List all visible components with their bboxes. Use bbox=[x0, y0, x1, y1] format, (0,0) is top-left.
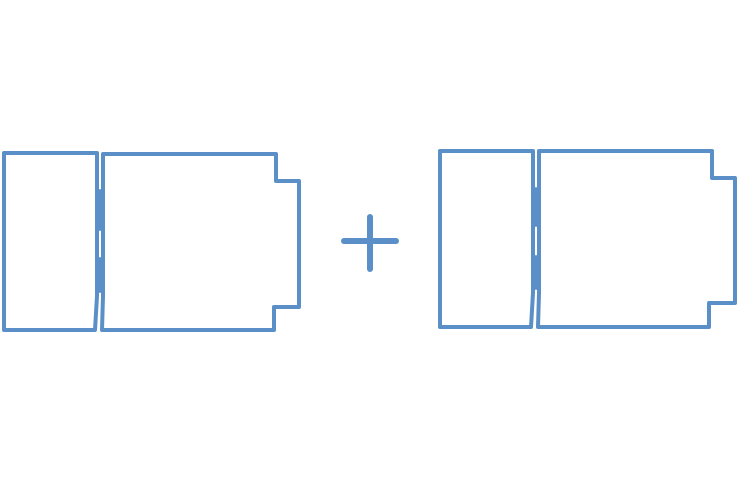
right-box-right-panel bbox=[536, 149, 737, 329]
left-box-left-panel bbox=[2, 151, 99, 332]
left-box-assembly bbox=[2, 151, 301, 332]
left-box-right-panel bbox=[100, 152, 301, 332]
right-box-left-panel bbox=[438, 149, 535, 329]
right-box-assembly bbox=[438, 149, 737, 329]
plus-operator bbox=[341, 214, 399, 272]
